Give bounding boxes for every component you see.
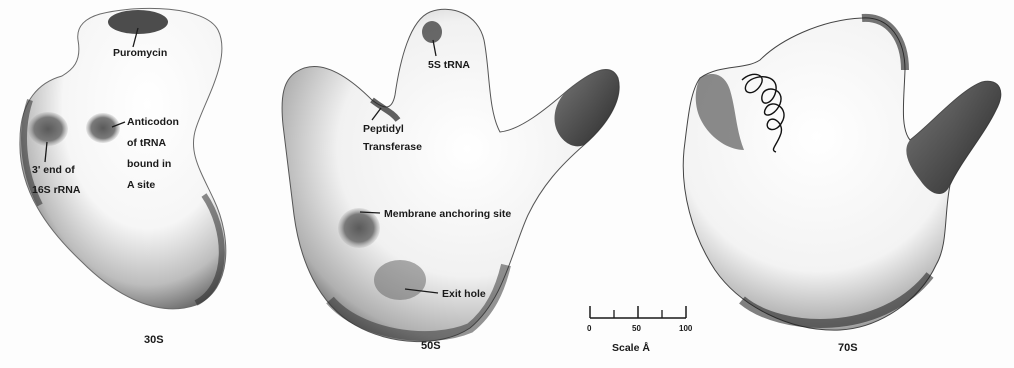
panel-50s: 5S tRNA Peptidyl Transferase Membrane an…	[282, 9, 619, 352]
anticodon-label-line-2: of tRNA	[127, 137, 166, 149]
caption-30s: 30S	[144, 334, 164, 346]
rrna-end-spot	[28, 112, 68, 146]
membrane-label: Membrane anchoring site	[384, 208, 511, 220]
scale-tick-label-0: 0	[587, 324, 592, 333]
arm-50s-right	[555, 70, 620, 147]
scale-tick-label-50: 50	[632, 324, 641, 333]
anticodon-label-line-4: A site	[127, 179, 155, 191]
transferase-label-line-1: Peptidyl	[363, 123, 404, 135]
membrane-spot	[338, 208, 380, 248]
arm-70s-right	[906, 81, 1000, 194]
anticodon-label-line-1: Anticodon	[127, 116, 179, 128]
puromycin-label: Puromycin	[113, 47, 167, 59]
scale-label: Scale Å	[612, 341, 650, 354]
exit-hole-label: Exit hole	[442, 288, 486, 300]
anticodon-spot	[86, 113, 120, 143]
trna-label: 5S tRNA	[428, 59, 470, 71]
rrna-end-label-line-2: 16S rRNA	[32, 184, 81, 196]
exit-hole-spot	[374, 260, 426, 300]
scale-bar: 0 50 100 Scale Å	[587, 306, 693, 354]
caption-70s: 70S	[838, 342, 858, 354]
panel-30s: Puromycin Anticodon of tRNA bound in A s…	[20, 8, 226, 346]
caption-50s: 50S	[421, 340, 441, 352]
scale-tick-label-100: 100	[679, 324, 693, 333]
trna-spot	[422, 21, 442, 43]
anticodon-label-line-3: bound in	[127, 158, 171, 170]
transferase-label-line-2: Transferase	[363, 141, 422, 153]
rrna-end-label-line-1: 3' end of	[32, 164, 75, 176]
panel-70s: 70S	[683, 18, 1001, 354]
